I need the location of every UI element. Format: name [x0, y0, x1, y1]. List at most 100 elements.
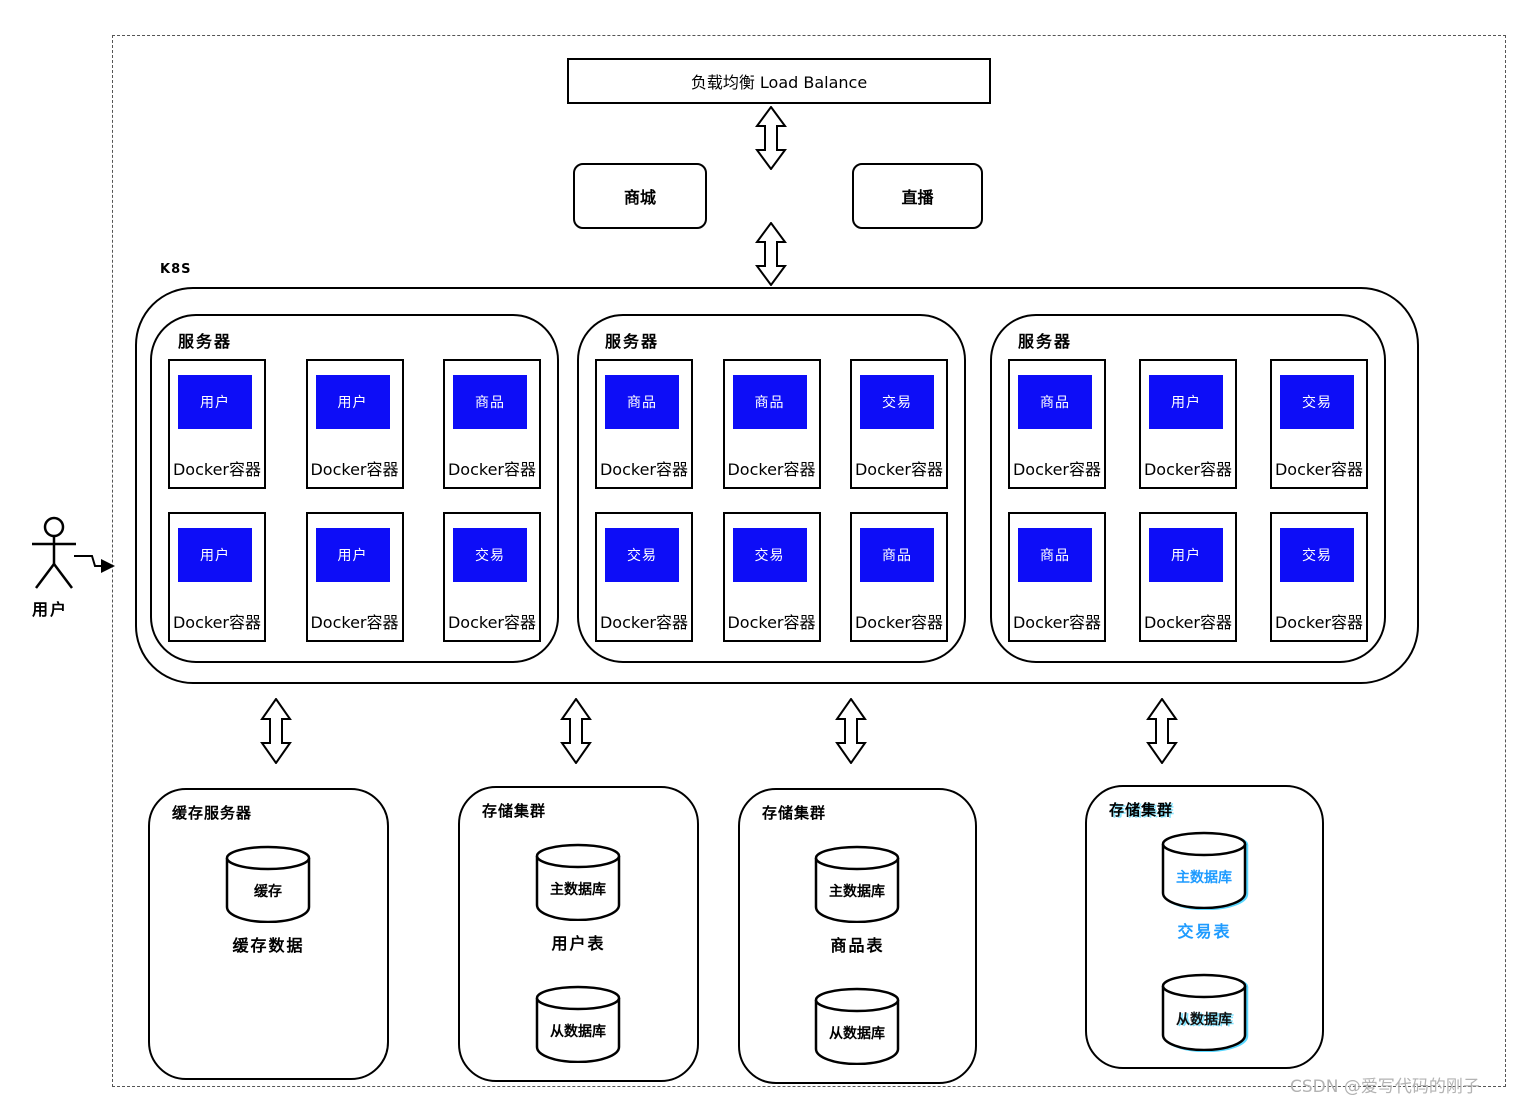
service-chip: 商品 [860, 528, 934, 582]
service-chip: 交易 [605, 528, 679, 582]
server-group-3: 服务器 商品 Docker容器 用户 Docker容器 交易 Docker容器 … [990, 314, 1386, 663]
load-balance-box: 负载均衡 Load Balance [567, 58, 991, 104]
server-group-title: 服务器 [605, 332, 660, 351]
double-arrow-icon [834, 698, 868, 764]
server-group-1: 服务器 用户 Docker容器 用户 Docker容器 商品 Docker容器 … [150, 314, 559, 663]
slave-db-cylinder: 从数据库 [533, 985, 623, 1063]
docker-container: 交易 Docker容器 [722, 512, 821, 642]
master-db-cylinder: 主数据库 [533, 843, 623, 921]
service-chip: 用户 [315, 528, 390, 582]
double-arrow-icon [1145, 698, 1179, 764]
service-chip: 用户 [1149, 375, 1223, 429]
master-db-label: 主数据库 [1176, 870, 1232, 886]
server-group-title: 服务器 [178, 332, 233, 351]
docker-container-label: Docker容器 [854, 460, 944, 479]
docker-container-label: Docker容器 [854, 613, 944, 632]
docker-container-label: Docker容器 [447, 460, 537, 479]
live-box: 直播 [852, 163, 983, 229]
double-arrow-icon [559, 698, 593, 764]
slave-db-label: 从数据库 [550, 1024, 606, 1040]
docker-container: 用户 Docker容器 [1139, 359, 1237, 489]
docker-container: 交易 Docker容器 [595, 512, 693, 642]
cache-cylinder: 缓存 [223, 845, 313, 923]
docker-container-label: Docker容器 [447, 613, 537, 632]
slave-db-label: 从数据库 [829, 1026, 885, 1042]
mall-label: 商城 [623, 188, 656, 207]
cache-server-box: 缓存服务器 缓存 缓存数据 [148, 788, 389, 1080]
storage-cluster-3: 存储集群 主数据库 交易表 从数据库 [1085, 785, 1324, 1069]
table-caption: 用户表 [551, 934, 606, 953]
k8s-cluster-box: 服务器 用户 Docker容器 用户 Docker容器 商品 Docker容器 … [135, 287, 1419, 684]
user-arrow-icon [72, 546, 118, 578]
load-balance-label: 负载均衡 Load Balance [690, 73, 868, 92]
docker-container-label: Docker容器 [172, 460, 262, 479]
docker-container-label: Docker容器 [1012, 613, 1102, 632]
cache-caption: 缓存数据 [232, 936, 305, 955]
dashed-boundary [112, 35, 1506, 1087]
docker-container: 用户 Docker容器 [305, 512, 404, 642]
service-chip: 交易 [453, 528, 527, 582]
server-group-title: 服务器 [1018, 332, 1073, 351]
master-db-cylinder: 主数据库 [812, 845, 902, 923]
docker-container-label: Docker容器 [310, 613, 399, 632]
master-db-label: 主数据库 [829, 884, 885, 900]
docker-container-label: Docker容器 [1143, 613, 1233, 632]
storage-cluster-title: 存储集群 [482, 802, 547, 820]
table-caption: 交易表 [1177, 922, 1232, 941]
storage-cluster-title: 存储集群 [1109, 801, 1174, 819]
slave-db-cylinder: 从数据库 [1159, 973, 1249, 1051]
docker-container: 用户 Docker容器 [305, 359, 404, 489]
docker-container: 用户 Docker容器 [1139, 512, 1237, 642]
cache-server-title: 缓存服务器 [172, 804, 253, 822]
double-arrow-icon [754, 222, 788, 286]
docker-container: 商品 Docker容器 [722, 359, 821, 489]
service-chip: 交易 [1280, 375, 1354, 429]
service-chip: 用户 [178, 528, 252, 582]
service-chip: 用户 [315, 375, 390, 429]
docker-container: 交易 Docker容器 [1270, 359, 1368, 489]
k8s-label: K8S [160, 262, 192, 277]
slave-db-cylinder: 从数据库 [812, 987, 902, 1065]
service-chip: 商品 [453, 375, 527, 429]
service-chip: 商品 [605, 375, 679, 429]
storage-cluster-1: 存储集群 主数据库 用户表 从数据库 [458, 786, 699, 1082]
service-chip: 交易 [732, 528, 807, 582]
master-db-cylinder: 主数据库 [1159, 831, 1249, 909]
cache-cylinder-label: 缓存 [254, 884, 282, 900]
docker-container-label: Docker容器 [1274, 460, 1364, 479]
docker-container-label: Docker容器 [1012, 460, 1102, 479]
double-arrow-icon [754, 106, 788, 170]
user-actor-label: 用户 [32, 600, 69, 619]
service-chip: 交易 [1280, 528, 1354, 582]
docker-container-label: Docker容器 [727, 460, 816, 479]
docker-container: 商品 Docker容器 [443, 359, 541, 489]
service-chip: 交易 [860, 375, 934, 429]
docker-container: 用户 Docker容器 [168, 512, 266, 642]
service-chip: 商品 [1018, 375, 1092, 429]
docker-container-label: Docker容器 [172, 613, 262, 632]
slave-db-label: 从数据库 [1176, 1012, 1232, 1028]
docker-container-label: Docker容器 [599, 613, 689, 632]
docker-container-label: Docker容器 [599, 460, 689, 479]
docker-container-label: Docker容器 [1143, 460, 1233, 479]
docker-container: 交易 Docker容器 [1270, 512, 1368, 642]
double-arrow-icon [259, 698, 293, 764]
service-chip: 用户 [1149, 528, 1223, 582]
table-caption: 商品表 [830, 936, 885, 955]
docker-container-label: Docker容器 [310, 460, 399, 479]
docker-container-label: Docker容器 [1274, 613, 1364, 632]
user-actor-icon [26, 516, 84, 596]
csdn-watermark: CSDN @爱写代码的刚子 [1290, 1077, 1480, 1097]
docker-container: 商品 Docker容器 [1008, 359, 1106, 489]
storage-cluster-2: 存储集群 主数据库 商品表 从数据库 [738, 788, 977, 1084]
docker-container: 用户 Docker容器 [168, 359, 266, 489]
docker-container: 商品 Docker容器 [1008, 512, 1106, 642]
service-chip: 用户 [178, 375, 252, 429]
server-group-2: 服务器 商品 Docker容器 商品 Docker容器 交易 Docker容器 … [577, 314, 966, 663]
service-chip: 商品 [1018, 528, 1092, 582]
live-label: 直播 [901, 188, 934, 207]
docker-container: 交易 Docker容器 [850, 359, 948, 489]
master-db-label: 主数据库 [550, 882, 606, 898]
docker-container: 交易 Docker容器 [443, 512, 541, 642]
